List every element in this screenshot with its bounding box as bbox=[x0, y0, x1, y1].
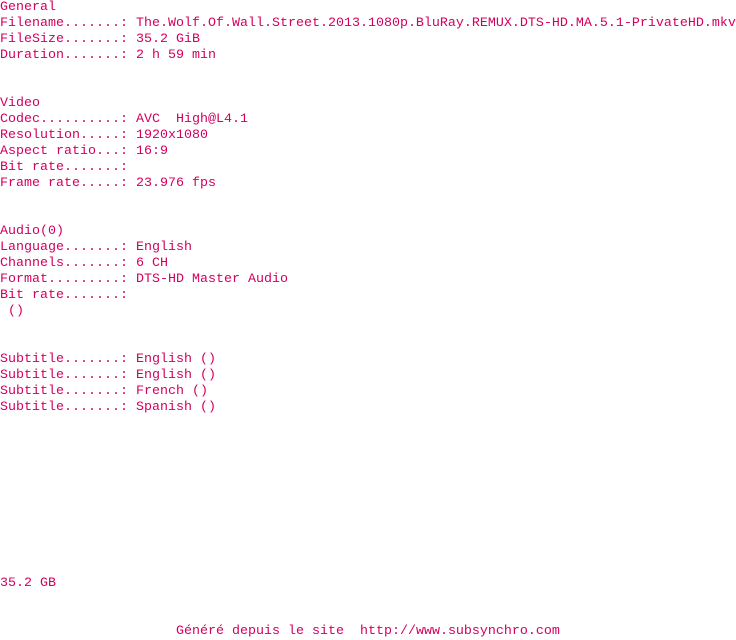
framerate-label: Frame rate.....: bbox=[0, 176, 136, 191]
format-label: Format.........: bbox=[0, 272, 136, 287]
filename-label: Filename.......: bbox=[0, 16, 136, 31]
format-row: Format.........: DTS-HD Master Audio bbox=[0, 272, 288, 288]
channels-value: 6 CH bbox=[136, 256, 168, 271]
total-size: 35.2 GB bbox=[0, 576, 56, 591]
format-value: DTS-HD Master Audio bbox=[136, 272, 288, 287]
resolution-value: 1920x1080 bbox=[136, 128, 208, 143]
subtitle-value: French () bbox=[136, 384, 208, 399]
language-row: Language.......: English bbox=[0, 240, 192, 256]
footer-credit: Généré depuis le site http://www.subsync… bbox=[176, 624, 560, 639]
audio-bitrate-row: Bit rate.......: bbox=[0, 288, 136, 304]
aspect-row: Aspect ratio...: 16:9 bbox=[0, 144, 168, 160]
video-heading: Video bbox=[0, 96, 40, 111]
filesize-label: FileSize.......: bbox=[0, 32, 136, 47]
filesize-row: FileSize.......: 35.2 GiB bbox=[0, 32, 200, 48]
resolution-label: Resolution.....: bbox=[0, 128, 136, 143]
channels-label: Channels.......: bbox=[0, 256, 136, 271]
framerate-row: Frame rate.....: 23.976 fps bbox=[0, 176, 216, 192]
audio-extra: () bbox=[0, 304, 24, 319]
framerate-value: 23.976 fps bbox=[136, 176, 216, 191]
codec-row: Codec..........: AVC High@L4.1 bbox=[0, 112, 248, 128]
subtitle-label: Subtitle.......: bbox=[0, 400, 136, 415]
subtitle-value: English () bbox=[136, 352, 216, 367]
duration-row: Duration.......: 2 h 59 min bbox=[0, 48, 216, 64]
aspect-value: 16:9 bbox=[136, 144, 168, 159]
duration-value: 2 h 59 min bbox=[136, 48, 216, 63]
subtitle-value: Spanish () bbox=[136, 400, 216, 415]
subtitle-value: English () bbox=[136, 368, 216, 383]
filesize-value: 35.2 GiB bbox=[136, 32, 200, 47]
video-bitrate-label: Bit rate.......: bbox=[0, 160, 136, 175]
audio-bitrate-label: Bit rate.......: bbox=[0, 288, 136, 303]
subtitle-row: Subtitle.......: English () bbox=[0, 352, 216, 368]
language-value: English bbox=[136, 240, 192, 255]
resolution-row: Resolution.....: 1920x1080 bbox=[0, 128, 208, 144]
filename-row: Filename.......: The.Wolf.Of.Wall.Street… bbox=[0, 16, 736, 32]
channels-row: Channels.......: 6 CH bbox=[0, 256, 168, 272]
subtitle-label: Subtitle.......: bbox=[0, 384, 136, 399]
subtitle-row: Subtitle.......: French () bbox=[0, 384, 208, 400]
subtitle-label: Subtitle.......: bbox=[0, 352, 136, 367]
subtitle-row: Subtitle.......: English () bbox=[0, 368, 216, 384]
aspect-label: Aspect ratio...: bbox=[0, 144, 136, 159]
language-label: Language.......: bbox=[0, 240, 136, 255]
duration-label: Duration.......: bbox=[0, 48, 136, 63]
codec-label: Codec..........: bbox=[0, 112, 136, 127]
subtitle-label: Subtitle.......: bbox=[0, 368, 136, 383]
audio-heading: Audio(0) bbox=[0, 224, 64, 239]
general-heading: General bbox=[0, 0, 56, 15]
codec-value: AVC High@L4.1 bbox=[136, 112, 248, 127]
subtitle-row: Subtitle.......: Spanish () bbox=[0, 400, 216, 416]
video-bitrate-row: Bit rate.......: bbox=[0, 160, 136, 176]
filename-value: The.Wolf.Of.Wall.Street.2013.1080p.BluRa… bbox=[136, 16, 736, 31]
